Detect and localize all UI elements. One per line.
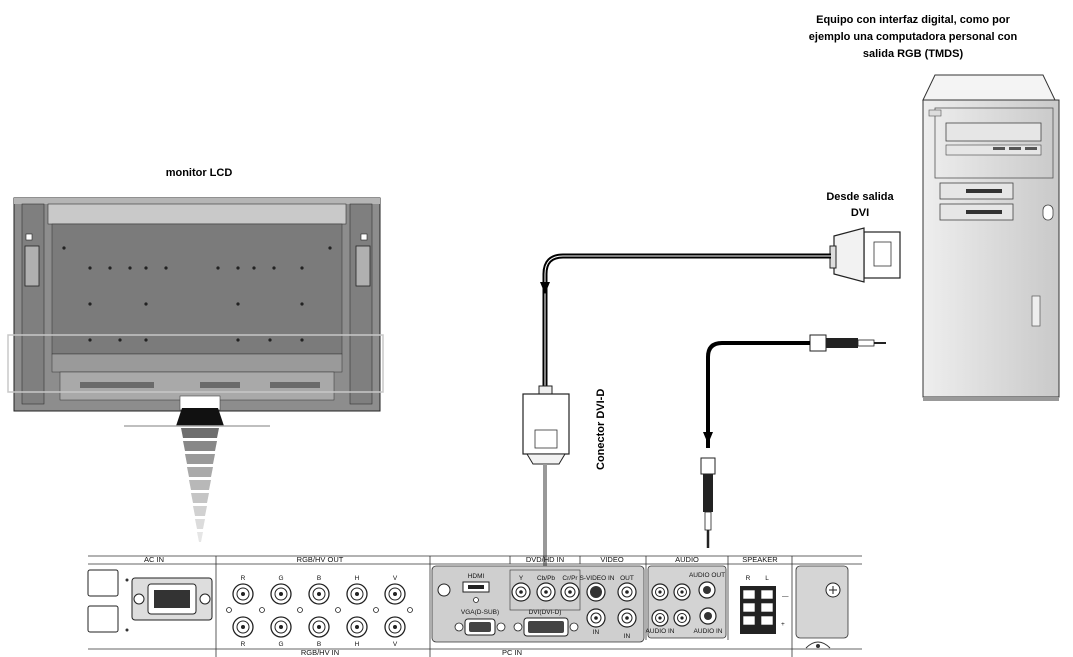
secondary-switch[interactable] bbox=[87, 605, 119, 633]
speaker-r-label: R bbox=[746, 575, 751, 582]
video-in-label-2: IN bbox=[624, 633, 631, 640]
cb-pb-label: Cb/Pb bbox=[537, 575, 555, 582]
rgb-out-letter-v: V bbox=[393, 575, 398, 582]
vga-label: VGA(D-SUB) bbox=[461, 609, 499, 616]
audio-out-ports[interactable] bbox=[651, 581, 716, 601]
audio-cable bbox=[700, 334, 886, 548]
section-speaker: SPEAKER bbox=[742, 555, 778, 564]
pc-caption-line-3: salida RGB (TMDS) bbox=[863, 48, 964, 60]
dvi-arrow-icon bbox=[540, 282, 550, 294]
lcd-monitor-rear bbox=[7, 197, 384, 427]
speaker-l-label: L bbox=[765, 575, 769, 582]
dvi-output-label-line-1: Desde salida bbox=[826, 191, 894, 203]
speaker-minus-label: — bbox=[782, 593, 789, 600]
section-audio: AUDIO bbox=[675, 555, 699, 564]
section-video: VIDEO bbox=[600, 555, 624, 564]
section-pc-in: PC IN bbox=[502, 648, 522, 657]
rgb-in-letter-r: R bbox=[241, 641, 246, 648]
s-video-in-label: S-VIDEO IN bbox=[579, 575, 614, 582]
hdmi-label: HDMI bbox=[468, 573, 485, 580]
s-video-port[interactable] bbox=[586, 582, 606, 602]
speaker-terminals[interactable] bbox=[740, 586, 776, 634]
rgb-out-letter-g: G bbox=[278, 575, 283, 582]
audio-in-ports[interactable] bbox=[651, 607, 717, 627]
section-dvd-hd-in: DVD/HD IN bbox=[526, 555, 564, 564]
dvi-d-port[interactable] bbox=[513, 617, 579, 637]
ac-inlet[interactable] bbox=[131, 577, 213, 621]
pc-tower bbox=[922, 74, 1060, 401]
connector-panel: AC IN RGB/HV OUT DVD/HD IN VIDEO AUDIO S… bbox=[87, 555, 862, 657]
dvi-connector-pc-side bbox=[829, 227, 901, 283]
rgb-out-letter-r: R bbox=[241, 575, 246, 582]
dvi-output-label-line-2: DVI bbox=[851, 207, 869, 219]
rgb-out-letter-h: H bbox=[355, 575, 360, 582]
audio-in-label-2: AUDIO IN bbox=[694, 628, 723, 635]
audio-arrow-icon bbox=[703, 432, 713, 444]
rgb-in-letter-h: H bbox=[355, 641, 360, 648]
audio-out-label: AUDIO OUT bbox=[689, 572, 725, 579]
dvi-connector-label: Conector DVI-D bbox=[595, 389, 607, 470]
cr-pr-label: Cr/Pr bbox=[562, 575, 578, 582]
rgb-out-letter-b: B bbox=[317, 575, 321, 582]
zoom-indicator bbox=[181, 428, 219, 542]
dvi-cable bbox=[540, 253, 831, 392]
dvi-label: DVI(DVI-D) bbox=[529, 609, 562, 616]
vga-d-sub-port[interactable] bbox=[454, 618, 506, 636]
rgb-in-letter-g: G bbox=[278, 641, 283, 648]
section-rgbhv-in: RGB/HV IN bbox=[301, 648, 339, 657]
rgb-in-letter-v: V bbox=[393, 641, 398, 648]
video-in-port-1[interactable] bbox=[586, 608, 606, 628]
section-rgbhv-out: RGB/HV OUT bbox=[297, 555, 344, 564]
main-power-switch[interactable] bbox=[87, 569, 119, 597]
audio-in-label-1: AUDIO IN bbox=[646, 628, 675, 635]
screw-icon bbox=[437, 583, 451, 597]
monitor-label: monitor LCD bbox=[166, 167, 233, 179]
video-in-label-1: IN bbox=[593, 629, 600, 636]
video-out-port[interactable] bbox=[617, 582, 637, 602]
pc-caption-line-2: ejemplo una computadora personal con bbox=[809, 31, 1018, 43]
speaker-plus-label: + bbox=[781, 621, 785, 628]
component-video-ports[interactable] bbox=[511, 582, 580, 602]
rgb-in-letter-b: B bbox=[317, 641, 321, 648]
pc-caption-line-1: Equipo con interfaz digital, como por bbox=[816, 14, 1010, 26]
rgbhv-in-connectors[interactable] bbox=[232, 616, 406, 638]
section-ac-in: AC IN bbox=[144, 555, 164, 564]
video-in-port-2[interactable] bbox=[617, 608, 637, 628]
y-label: Y bbox=[519, 575, 524, 582]
rgbhv-out-connectors[interactable] bbox=[232, 583, 406, 605]
video-out-label: OUT bbox=[620, 575, 634, 582]
